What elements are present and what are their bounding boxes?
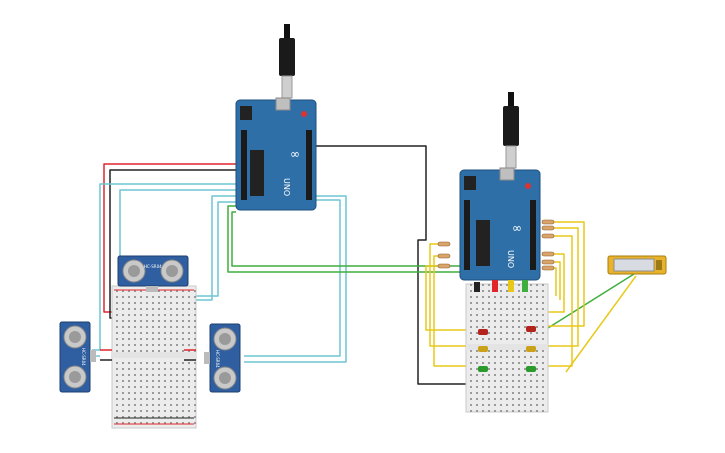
led-yellow-right[interactable] — [526, 346, 536, 352]
wire-green-lcd[interactable] — [547, 273, 635, 329]
wire-cyan-5[interactable] — [244, 195, 347, 363]
lcd-module[interactable] — [607, 255, 667, 275]
led-yellow-left[interactable] — [478, 346, 488, 352]
sensor-top-label: HC-SR04 — [144, 264, 162, 269]
arduino-board-a[interactable]: ∞ UNO — [235, 97, 317, 211]
wire-green-1[interactable] — [227, 205, 460, 273]
wire-yellow-4[interactable] — [548, 221, 585, 327]
leds — [478, 326, 536, 372]
sensor-right-label: HC-SR04 — [215, 350, 220, 368]
wire-yellow-lcd[interactable] — [565, 275, 637, 373]
wire-yellow-7[interactable] — [548, 253, 565, 313]
wire-black-gnd[interactable] — [109, 169, 236, 319]
uno-label-b: UNO — [506, 250, 515, 268]
arduino-logo-b: ∞ — [512, 221, 522, 235]
sensor-left-label: HC-SR04 — [81, 348, 86, 366]
resistors-board-b — [437, 219, 555, 271]
ultrasonic-sensor-left[interactable]: HC-SR04 — [59, 321, 96, 393]
breadboard-left[interactable] — [100, 285, 197, 429]
wire-yellow-2[interactable] — [433, 255, 480, 367]
wire-yellow-6[interactable] — [548, 235, 573, 367]
led-green-right[interactable] — [526, 366, 536, 372]
wire-black-board-link[interactable] — [316, 145, 466, 385]
wire-yellow-5[interactable] — [548, 227, 579, 347]
breadboard-right[interactable] — [465, 280, 549, 413]
wires — [92, 145, 637, 385]
wire-yellow-9[interactable] — [552, 267, 557, 296]
wire-green-2[interactable] — [231, 211, 460, 267]
led-green-left[interactable] — [478, 366, 488, 372]
wire-cyan-2[interactable] — [119, 189, 236, 288]
arduino-logo-a: ∞ — [290, 147, 300, 161]
ultrasonic-sensor-top[interactable]: HC-SR04 — [117, 255, 189, 292]
wire-yellow-8[interactable] — [552, 261, 561, 300]
wire-cyan-6[interactable] — [244, 199, 341, 357]
usb-cable-a — [279, 24, 295, 99]
wire-yellow-1[interactable] — [429, 243, 480, 347]
wire-red-5v[interactable] — [103, 163, 236, 313]
ultrasonic-sensor-right[interactable]: HC-SR04 — [204, 323, 241, 393]
wire-yellow-3[interactable] — [425, 265, 480, 331]
uno-label-a: UNO — [282, 178, 291, 196]
led-red-right[interactable] — [526, 326, 536, 332]
led-red-left[interactable] — [478, 329, 488, 335]
arduino-board-b[interactable]: ∞ UNO — [459, 167, 541, 281]
usb-cable-b — [503, 92, 519, 169]
